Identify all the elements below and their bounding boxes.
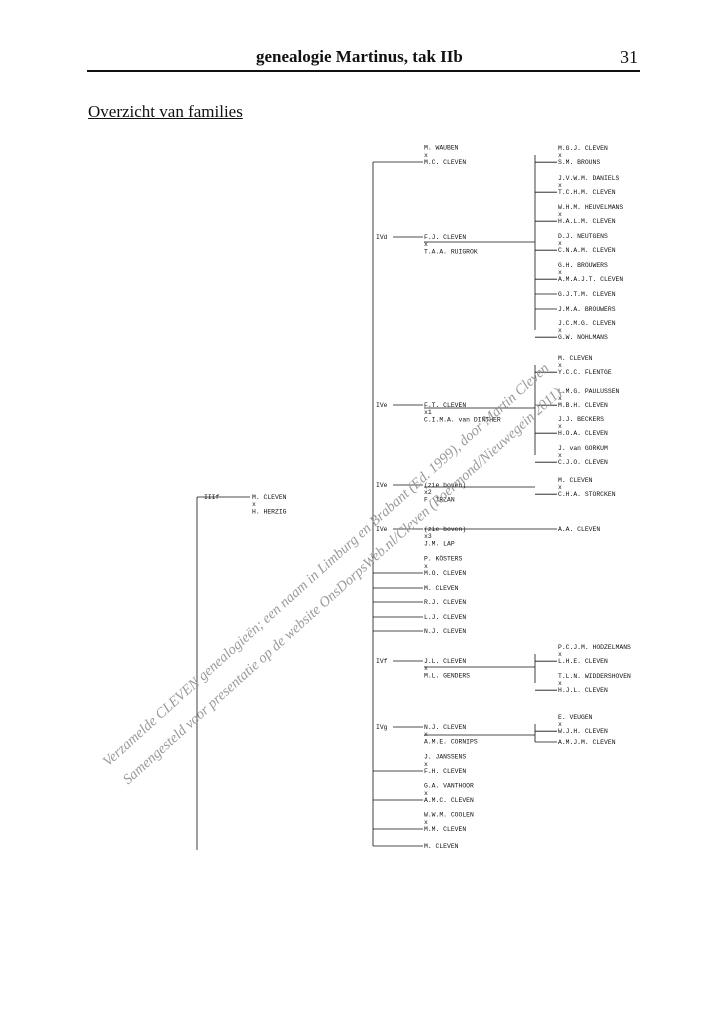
grandchild-person: A.M.J.M. CLEVEN [558, 739, 616, 746]
child-person: L.J. CLEVEN [424, 614, 466, 621]
grandchild-name: L.H.E. CLEVEN [558, 658, 608, 665]
child-person: N.J. CLEVEN [424, 724, 466, 731]
child-person: M.O. CLEVEN [424, 570, 466, 577]
child-person: A.M.C. CLEVEN [424, 797, 474, 804]
child-spouse: W.W.M. COOLEN [424, 812, 474, 819]
grandchild-name: G.H. BROUWERS [558, 262, 608, 269]
child-person: J.L. CLEVEN [424, 658, 466, 665]
child-person: F.J. CLEVEN [424, 234, 466, 241]
grandchild-name: D.J. NEUTGENS [558, 233, 608, 240]
child-spouse: M. WAUBEN [424, 145, 459, 152]
marriage-mark: x [558, 362, 562, 369]
generation-code: IVg [376, 724, 388, 731]
generation-code: IVf [376, 658, 388, 665]
generation-code: IVe [376, 402, 388, 409]
generation-code: IVd [376, 234, 388, 241]
child-person: M.M. CLEVEN [424, 826, 466, 833]
child-spouse: P. KÖSTERS [424, 555, 463, 563]
child-spouse: T.A.A. RUIGROK [424, 248, 478, 255]
grandchild-person: A.A. CLEVEN [558, 526, 600, 533]
grandchild-name: H.A.L.M. CLEVEN [558, 218, 616, 225]
generation-code: IVe [376, 526, 388, 533]
marriage-mark: x [424, 241, 428, 248]
grandchild-name: E. VEUGEN [558, 714, 593, 721]
marriage-mark: x [558, 484, 562, 491]
child-person: M. CLEVEN [424, 585, 459, 592]
grandchild-name: S.M. BROUNS [558, 159, 600, 166]
grandchild-name: W.J.H. CLEVEN [558, 728, 608, 735]
grandchild-name: M. CLEVEN [558, 477, 593, 484]
marriage-mark: x [558, 182, 562, 189]
grandchild-name: J.J. BECKERS [558, 416, 604, 423]
grandchild-name: T.L.N. WIDDERSHOVEN [558, 673, 631, 680]
grandchild-name: J.V.W.M. DANIELS [558, 175, 620, 182]
marriage-mark: x [558, 240, 562, 247]
grandchild-name: J.C.M.G. CLEVEN [558, 320, 616, 327]
marriage-mark: x3 [424, 533, 432, 540]
root-spouse: H. HERZIG [252, 508, 287, 515]
grandchild-name: M.B.H. CLEVEN [558, 402, 608, 409]
marriage-mark: x [424, 563, 428, 570]
child-spouse: F. TRZAN [424, 496, 455, 503]
marriage-mark: x [252, 501, 256, 508]
marriage-mark: x1 [424, 409, 432, 416]
grandchild-name: T.C.H.M. CLEVEN [558, 189, 616, 196]
marriage-mark: x [558, 152, 562, 159]
marriage-mark: x [558, 395, 562, 402]
child-person: N.J. CLEVEN [424, 628, 466, 635]
grandchild-name: A.M.A.J.T. CLEVEN [558, 276, 623, 283]
page-number: 31 [620, 47, 638, 67]
child-spouse: G.A. VANTHOOR [424, 783, 474, 790]
marriage-mark: x [424, 761, 428, 768]
marriage-mark: x [558, 327, 562, 334]
grandchild-name: C.N.A.M. CLEVEN [558, 247, 616, 254]
child-person: (zie boven) [424, 526, 466, 533]
child-spouse: A.M.E. CORNIPS [424, 738, 478, 745]
child-person: F.T. CLEVEN [424, 402, 466, 409]
grandchild-name: C.H.A. STORCKEN [558, 491, 616, 498]
marriage-mark: x [558, 651, 562, 658]
child-spouse: J. JANSSENS [424, 754, 466, 761]
child-person: (zie boven) [424, 482, 466, 489]
grandchild-name: H.J.L. CLEVEN [558, 687, 608, 694]
grandchild-name: H.O.A. CLEVEN [558, 430, 608, 437]
marriage-mark: x [558, 452, 562, 459]
grandchild-name: G.W. NOHLMANS [558, 334, 608, 341]
child-person: F.H. CLEVEN [424, 768, 466, 775]
child-person: M. CLEVEN [424, 843, 459, 850]
marriage-mark: x [424, 790, 428, 797]
marriage-mark: x [558, 680, 562, 687]
child-spouse: J.M. LAP [424, 540, 455, 547]
grandchild-person: G.J.T.M. CLEVEN [558, 291, 616, 298]
grandchild-name: L.M.G. PAULUSSEN [558, 388, 620, 395]
child-spouse: C.I.M.A. van DINTHER [424, 416, 501, 423]
marriage-mark: x [558, 269, 562, 276]
grandchild-name: Y.C.C. FLENTGE [558, 369, 612, 376]
marriage-mark: x [424, 819, 428, 826]
grandchild-name: C.J.O. CLEVEN [558, 459, 608, 466]
running-header-title: genealogie Martinus, tak IIb [256, 47, 463, 66]
marriage-mark: x [558, 211, 562, 218]
grandchild-name: J. van GORKUM [558, 445, 608, 452]
marriage-mark: x [424, 665, 428, 672]
generation-code: IVe [376, 482, 388, 489]
grandchild-name: P.C.J.M. HODZELMANS [558, 644, 631, 651]
generation-code: IIIf [204, 494, 220, 501]
child-spouse: M.L. GENDERS [424, 672, 470, 679]
marriage-mark: x [558, 721, 562, 728]
marriage-mark: x2 [424, 489, 432, 496]
grandchild-name: M. CLEVEN [558, 355, 593, 362]
child-person: M.C. CLEVEN [424, 159, 466, 166]
grandchild-name: W.H.M. HEUVELMANS [558, 204, 623, 211]
section-title: Overzicht van families [88, 102, 243, 121]
grandchild-person: J.M.A. BROUWERS [558, 306, 616, 313]
child-person: R.J. CLEVEN [424, 599, 466, 606]
marriage-mark: x [558, 423, 562, 430]
marriage-mark: x [424, 152, 428, 159]
grandchild-name: M.G.J. CLEVEN [558, 145, 608, 152]
header-rule [87, 70, 640, 72]
root-person: M. CLEVEN [252, 494, 287, 501]
